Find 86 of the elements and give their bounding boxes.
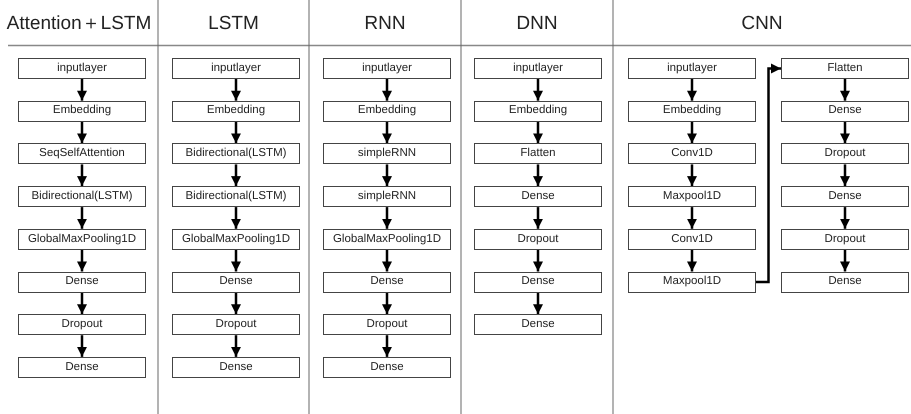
layer-box: Embedding [323, 100, 451, 122]
arrow [840, 207, 850, 229]
arrow [687, 79, 697, 101]
arrow [231, 250, 241, 272]
layer-box: Embedding [18, 100, 146, 122]
layer-box: Conv1D [628, 143, 756, 164]
column-header: CNN [741, 12, 783, 36]
layer-box: Dense [474, 186, 602, 208]
layer-box: Dense [18, 272, 146, 292]
layer-box: inputlayer [474, 58, 602, 79]
arrow [687, 122, 697, 144]
layer-box: Dense [172, 272, 300, 292]
layer-box: Dense [323, 272, 451, 292]
layer-box: SeqSelfAttention [18, 143, 146, 164]
layer-box: Flatten [781, 58, 909, 79]
layer-box: GlobalMaxPooling1D [18, 228, 146, 250]
arrow [533, 207, 543, 229]
column-header: DNN [516, 12, 558, 36]
arrow [231, 335, 241, 357]
arrow [382, 122, 392, 144]
column-header: LSTM [208, 12, 259, 36]
arrow [382, 335, 392, 357]
layer-box: simpleRNN [323, 186, 451, 208]
arrow [382, 250, 392, 272]
arrow [77, 164, 87, 186]
layer-box: Dropout [781, 228, 909, 250]
layer-box: Dense [781, 272, 909, 292]
column-header: RNN [364, 12, 406, 36]
layer-box: Embedding [628, 100, 756, 122]
layer-box: Dropout [474, 228, 602, 250]
layer-box: Embedding [172, 100, 300, 122]
column-header: Attention＋LSTM [6, 12, 152, 36]
layer-box: Bidirectional(LSTM) [172, 186, 300, 208]
arrow [382, 207, 392, 229]
layer-box: Maxpool1D [628, 186, 756, 208]
layer-box: Bidirectional(LSTM) [18, 186, 146, 208]
layer-box: Dense [18, 356, 146, 378]
arrow [840, 250, 850, 272]
arrow [77, 250, 87, 272]
arrow [382, 79, 392, 101]
arrow [533, 79, 543, 101]
layer-box: Maxpool1D [628, 272, 756, 292]
layer-box: Dense [474, 272, 602, 292]
layer-box: GlobalMaxPooling1D [323, 228, 451, 250]
arrow [77, 79, 87, 101]
arrow [533, 122, 543, 144]
layer-box: Dense [781, 186, 909, 208]
arrow [231, 207, 241, 229]
layer-box: inputlayer [172, 58, 300, 79]
layer-box: inputlayer [18, 58, 146, 79]
arrow [533, 292, 543, 314]
arrow [687, 250, 697, 272]
arrow [840, 122, 850, 144]
arrow [533, 164, 543, 186]
layer-box: Dense [323, 356, 451, 378]
layer-box: Flatten [474, 143, 602, 164]
layer-box: Dropout [172, 314, 300, 336]
layer-box: Bidirectional(LSTM) [172, 143, 300, 164]
arrow [382, 292, 392, 314]
arrow [77, 335, 87, 357]
arrow [77, 207, 87, 229]
layer-box: Dense [172, 356, 300, 378]
layer-box: Embedding [474, 100, 602, 122]
layer-box: Dropout [323, 314, 451, 336]
layer-box: Dropout [18, 314, 146, 336]
arrow [756, 64, 781, 284]
arrow [687, 207, 697, 229]
layer-box: Dense [474, 314, 602, 336]
arrow [77, 122, 87, 144]
arrow [533, 250, 543, 272]
arrow [687, 164, 697, 186]
arrow [231, 79, 241, 101]
arrow [840, 79, 850, 101]
layer-box: Conv1D [628, 228, 756, 250]
arrow [77, 292, 87, 314]
layer-box: inputlayer [628, 58, 756, 79]
arrow [231, 164, 241, 186]
arrow [382, 164, 392, 186]
arrow [231, 122, 241, 144]
arrow [840, 164, 850, 186]
layer-box: GlobalMaxPooling1D [172, 228, 300, 250]
arrow [231, 292, 241, 314]
layer-box: inputlayer [323, 58, 451, 79]
layer-box: simpleRNN [323, 143, 451, 164]
layer-box: Dropout [781, 143, 909, 164]
layer-box: Dense [781, 100, 909, 122]
